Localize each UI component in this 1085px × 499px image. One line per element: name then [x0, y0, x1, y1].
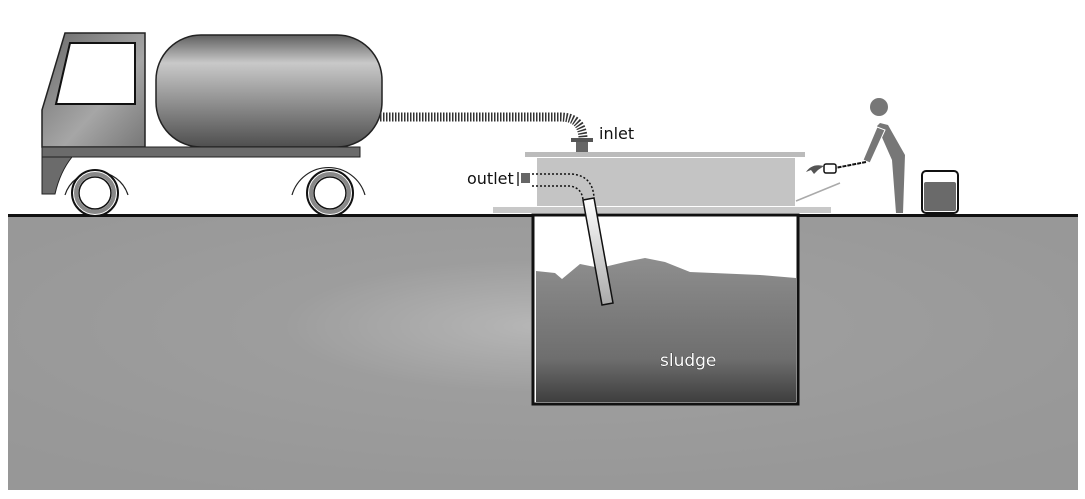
rear-wheel	[306, 169, 354, 217]
worker-head	[870, 98, 888, 116]
scoop-icon	[806, 165, 824, 174]
worker-arm	[862, 126, 886, 164]
worker-body	[877, 123, 905, 213]
scoop-handle-grip	[823, 163, 837, 174]
worker-figure	[795, 98, 905, 213]
tank-body	[537, 158, 795, 206]
rear-fender	[291, 166, 366, 196]
vacuum-tank	[155, 34, 383, 148]
septic-tank: inlet outlet	[467, 124, 831, 306]
cab-window	[54, 42, 136, 105]
outlet-pipe-stub	[521, 173, 530, 183]
suction-pipe	[582, 197, 614, 306]
septic-pit: sludge	[531, 213, 800, 406]
internal-pipe	[532, 173, 595, 199]
sludge-label: sludge	[660, 351, 716, 371]
sludge-layer	[536, 258, 796, 402]
tank-base-slab	[493, 207, 831, 213]
inlet-label: inlet	[599, 124, 634, 143]
suction-hose	[380, 112, 588, 139]
bucket	[921, 170, 959, 214]
outlet-label: outlet	[467, 169, 514, 188]
vacuum-truck	[41, 32, 383, 217]
truck-bumper	[41, 156, 74, 195]
truck-chassis	[41, 146, 361, 158]
tank-cover	[525, 152, 805, 157]
front-wheel	[71, 169, 119, 217]
scoop-lever	[795, 182, 841, 202]
inlet-flange	[571, 138, 593, 142]
inlet-pipe-stub	[576, 142, 588, 152]
scoop-pole	[834, 161, 867, 169]
